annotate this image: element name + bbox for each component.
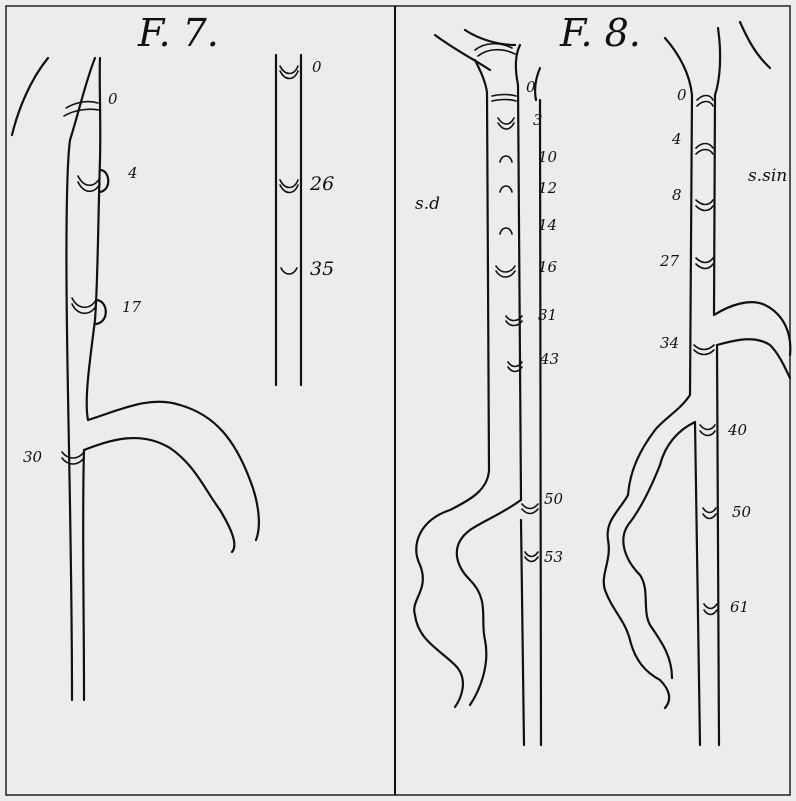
fig8-rv-34a: [694, 345, 714, 350]
fig8-left-mark-43: 43: [540, 352, 559, 367]
fig8-right-vessel-upper-right: [714, 95, 790, 355]
fig8-lv-3a: [498, 118, 514, 124]
fig8-right-mark-61: 61: [730, 600, 749, 615]
fig8-rv-61a: [704, 604, 717, 609]
fig8-left-vessel: [414, 30, 541, 745]
fig8-right-mark-27: 27: [660, 254, 679, 269]
fig7-wall-arc: [12, 58, 48, 135]
fig8-rv-34b: [694, 350, 714, 355]
fig8-lv-0a: [492, 95, 516, 97]
fig8-right-vessel-lower-left: [695, 422, 700, 745]
fig8-lv-53b: [525, 557, 538, 562]
fig8-left-vessel-label: s.d: [415, 196, 440, 213]
fig8-left-mark-0: 0: [526, 80, 536, 95]
fig8-left-mark-14: 14: [538, 218, 557, 233]
fig8-lv-0b: [492, 100, 516, 102]
fig7-vessel: [12, 58, 259, 700]
fig8-left-mark-3: 3: [533, 113, 543, 128]
fig8-left-mark-10: 10: [538, 150, 557, 165]
fig7-branch-lower-wall: [84, 438, 234, 552]
fig8-right-mark-40: 40: [728, 423, 747, 438]
fig7-left-wall: [66, 58, 95, 700]
fig7-mark-0: 0: [108, 92, 118, 107]
fig7-seg-mark-35: 35: [310, 260, 334, 279]
fig7-title: F. 7.: [138, 14, 219, 52]
fig8-left-arc-b: [465, 30, 515, 45]
fig8-lv-top-b: [478, 50, 515, 56]
fig8-right-vessel-right-wall: [717, 345, 719, 745]
fig7-right-wall-upper: [87, 58, 259, 540]
fig8-rv-0a: [697, 96, 713, 101]
fig8-rv-4a: [696, 144, 713, 149]
fig8-rv-61b: [704, 610, 717, 615]
fig7-valve-30b: [62, 458, 84, 464]
fig8-rv-27a: [696, 258, 713, 263]
fig8-left-mark-50: 50: [544, 492, 563, 507]
fig8-rv-50b: [703, 514, 716, 519]
fig7-seg-valve-0b: [280, 71, 298, 79]
fig7-bulge-17: [96, 300, 106, 324]
fig8-rv-0b: [697, 102, 713, 107]
fig8-right-mark-0: 0: [677, 88, 687, 103]
fig8-right-branch-lower: [717, 339, 790, 378]
fig8-rv-8b: [696, 206, 713, 211]
fig7-valve-4a: [78, 176, 100, 185]
fig7-valve-4b: [78, 182, 100, 191]
fig8-left-mark-16: 16: [538, 260, 557, 275]
fig8-left-mark-53: 53: [544, 550, 563, 565]
fig8-title: F. 8.: [560, 14, 641, 52]
fig7-seg-mark-26: 26: [310, 175, 334, 194]
fig8-left-arc-a: [435, 35, 490, 70]
fig8-right-mark-34: 34: [660, 336, 679, 351]
fig8-left-vessel-lower-left: [521, 520, 524, 745]
fig8-left-mark-31: 31: [538, 308, 557, 323]
fig7-valve-0a: [66, 102, 98, 108]
fig8-rv-27b: [696, 264, 713, 269]
fig8-left-arc-c: [516, 45, 520, 85]
fig7-seg-valve-26a: [280, 180, 298, 188]
fig8-right-vessel: [604, 22, 791, 745]
fig8-left-vessel-left-wall: [414, 92, 489, 707]
fig7-valve-30a: [62, 452, 84, 458]
fig7-bulge-4: [100, 170, 108, 192]
fig7-segment: [276, 55, 301, 385]
fig7-seg-mark-0: 0: [312, 60, 322, 75]
fig8-right-mark-4: 4: [672, 132, 682, 147]
fig7-mark-30: 30: [23, 450, 42, 465]
fig7-right-wall-lower: [83, 450, 84, 700]
fig8-rv-8a: [696, 200, 713, 205]
fig8-right-mark-50: 50: [732, 505, 751, 520]
fig8-right-vessel-label: s.sin: [748, 168, 787, 185]
fig8-right-mark-8: 8: [672, 188, 682, 203]
fig8-rv-4b: [696, 150, 713, 155]
fig8-left-mark-12: 12: [538, 181, 557, 196]
fig8-rv-40a: [700, 425, 715, 430]
fig7-mark-17: 17: [122, 300, 141, 315]
fig8-right-branch-wall: [623, 422, 695, 678]
fig8-lv-12: [500, 186, 512, 192]
fig8-lv-14: [500, 228, 512, 234]
fig7-seg-valve-35: [281, 268, 297, 274]
fig8-lv-50a: [522, 504, 538, 509]
fig8-lv-50b: [522, 509, 538, 514]
fig7-seg-valve-26b: [280, 185, 298, 193]
fig7-valve-17a: [72, 298, 96, 307]
fig7-seg-valve-0a: [280, 66, 298, 74]
fig8-lv-16a: [496, 266, 515, 272]
fig7-mark-4: 4: [128, 166, 138, 181]
fig8-rv-50a: [703, 508, 716, 513]
fig8-rv-40b: [700, 431, 715, 436]
fig8-lv-10: [500, 156, 512, 162]
fig7-valve-0b: [64, 109, 99, 116]
fig8-lv-53a: [525, 552, 538, 557]
fig8-right-arc-b: [715, 28, 720, 95]
fig8-right-arc-c: [740, 22, 770, 68]
